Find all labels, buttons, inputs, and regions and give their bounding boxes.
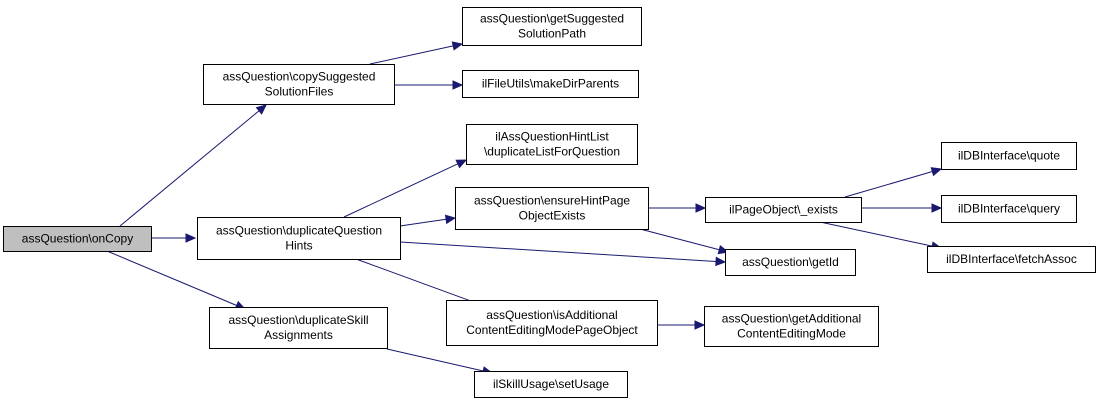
node-box[interactable] (474, 371, 628, 398)
node-box[interactable] (705, 197, 862, 223)
edge-onCopy-to-duplicateHints (151, 233, 197, 243)
node-label: ilSkillUsage\setUsage (493, 377, 609, 391)
arrowhead-icon (444, 214, 457, 225)
edge-duplicateHints-to-getId (399, 241, 727, 267)
node-label: SolutionPath (518, 27, 586, 41)
node-dbQuote[interactable]: ilDBInterface\quote (941, 142, 1077, 170)
node-label: ilDBInterface\query (958, 202, 1060, 216)
edge-line (119, 110, 260, 227)
node-hintListDuplicate[interactable]: ilAssQuestionHintList\duplicateListForQu… (466, 124, 638, 165)
node-label: ilAssQuestionHintList (495, 130, 609, 144)
node-label: assQuestion\getSuggested (480, 12, 624, 26)
edge-line (844, 171, 933, 198)
edge-copySuggested-to-makeDirParents (394, 80, 464, 90)
node-box[interactable] (466, 124, 638, 165)
edges-layer (106, 41, 943, 376)
node-label: assQuestion\copySuggested (223, 70, 376, 84)
node-box[interactable] (725, 249, 856, 276)
node-label: ObjectExists (519, 209, 586, 223)
node-box[interactable] (455, 187, 649, 230)
edge-pageExists-to-dbQuote (844, 167, 943, 198)
node-label: Assignments (264, 328, 333, 342)
node-label: assQuestion\ensureHintPage (474, 194, 630, 208)
node-label: ilFileUtils\makeDirParents (482, 77, 619, 91)
arrowhead-icon (452, 80, 464, 90)
edge-pageExists-to-dbQuery (861, 203, 943, 213)
node-label: ContentEditingMode (737, 327, 846, 341)
node-box[interactable] (197, 217, 401, 260)
node-setUsage[interactable]: ilSkillUsage\setUsage (474, 371, 628, 398)
node-label: ilDBInterface\fetchAssoc (946, 252, 1077, 266)
node-box[interactable] (3, 226, 152, 252)
node-makeDirParents[interactable]: ilFileUtils\makeDirParents (462, 70, 639, 98)
edge-ensureHintPage-to-pageExists (648, 203, 707, 213)
node-box[interactable] (927, 246, 1096, 273)
node-label: \duplicateListForQuestion (484, 145, 620, 159)
arrowhead-icon (451, 41, 464, 51)
arrowhead-icon (455, 159, 468, 169)
arrowhead-icon (695, 203, 707, 213)
edge-line (369, 45, 454, 65)
node-dbQuery[interactable]: ilDBInterface\query (941, 195, 1077, 223)
node-label: ilDBInterface\quote (958, 149, 1060, 163)
edge-line (819, 221, 933, 247)
edge-line (343, 163, 459, 218)
edge-line (399, 218, 447, 227)
edge-duplicateHints-to-hintListDuplicate (343, 159, 468, 218)
edge-ensureHintPage-to-getId (639, 228, 730, 255)
arrowhead-icon (694, 320, 706, 330)
node-box[interactable] (203, 64, 395, 105)
arrowhead-icon (255, 104, 267, 115)
node-box[interactable] (462, 70, 639, 98)
edge-line (355, 258, 482, 306)
node-label: assQuestion\getAdditional (722, 312, 861, 326)
node-label: assQuestion\duplicateSkill (228, 313, 368, 327)
node-label: assQuestion\getId (742, 255, 839, 269)
node-label: assQuestion\isAdditional (486, 308, 617, 322)
node-label: ilPageObject\_exists (729, 203, 838, 217)
node-label: assQuestion\duplicateQuestion (216, 224, 382, 238)
edge-copySuggested-to-getSuggestedPath (369, 41, 464, 65)
edge-onCopy-to-copySuggested (119, 104, 267, 227)
arrowhead-icon (715, 256, 727, 267)
edge-pageExists-to-dbFetchAssoc (819, 221, 943, 251)
node-box[interactable] (941, 195, 1077, 223)
edge-line (106, 250, 237, 306)
edge-isAdditional-to-getAdditional (657, 320, 706, 330)
node-getAdditional[interactable]: assQuestion\getAdditionalContentEditingM… (704, 306, 879, 347)
node-box[interactable] (209, 307, 388, 349)
node-onCopy[interactable]: assQuestion\onCopy (3, 226, 152, 252)
node-box[interactable] (462, 7, 642, 46)
edge-duplicateHints-to-ensureHintPage (399, 214, 457, 227)
nodes-layer: assQuestion\onCopy assQuestion\copySugges… (3, 7, 1096, 398)
arrowhead-icon (930, 167, 943, 177)
node-dbFetchAssoc[interactable]: ilDBInterface\fetchAssoc (927, 246, 1096, 273)
edge-line (399, 241, 717, 262)
node-isAdditional[interactable]: assQuestion\isAdditionalContentEditingMo… (446, 300, 658, 346)
node-label: Hints (285, 239, 312, 253)
arrowhead-icon (931, 203, 943, 213)
node-box[interactable] (941, 142, 1077, 170)
node-box[interactable] (446, 300, 658, 346)
node-getId[interactable]: assQuestion\getId (725, 249, 856, 276)
node-label: SolutionFiles (265, 85, 334, 99)
node-label: assQuestion\onCopy (22, 232, 133, 246)
node-label: ContentEditingModePageObject (466, 323, 638, 337)
edge-line (639, 228, 720, 251)
edge-line (386, 348, 484, 372)
node-box[interactable] (704, 306, 879, 347)
node-pageExists[interactable]: ilPageObject\_exists (705, 197, 862, 223)
arrowhead-icon (185, 233, 197, 243)
